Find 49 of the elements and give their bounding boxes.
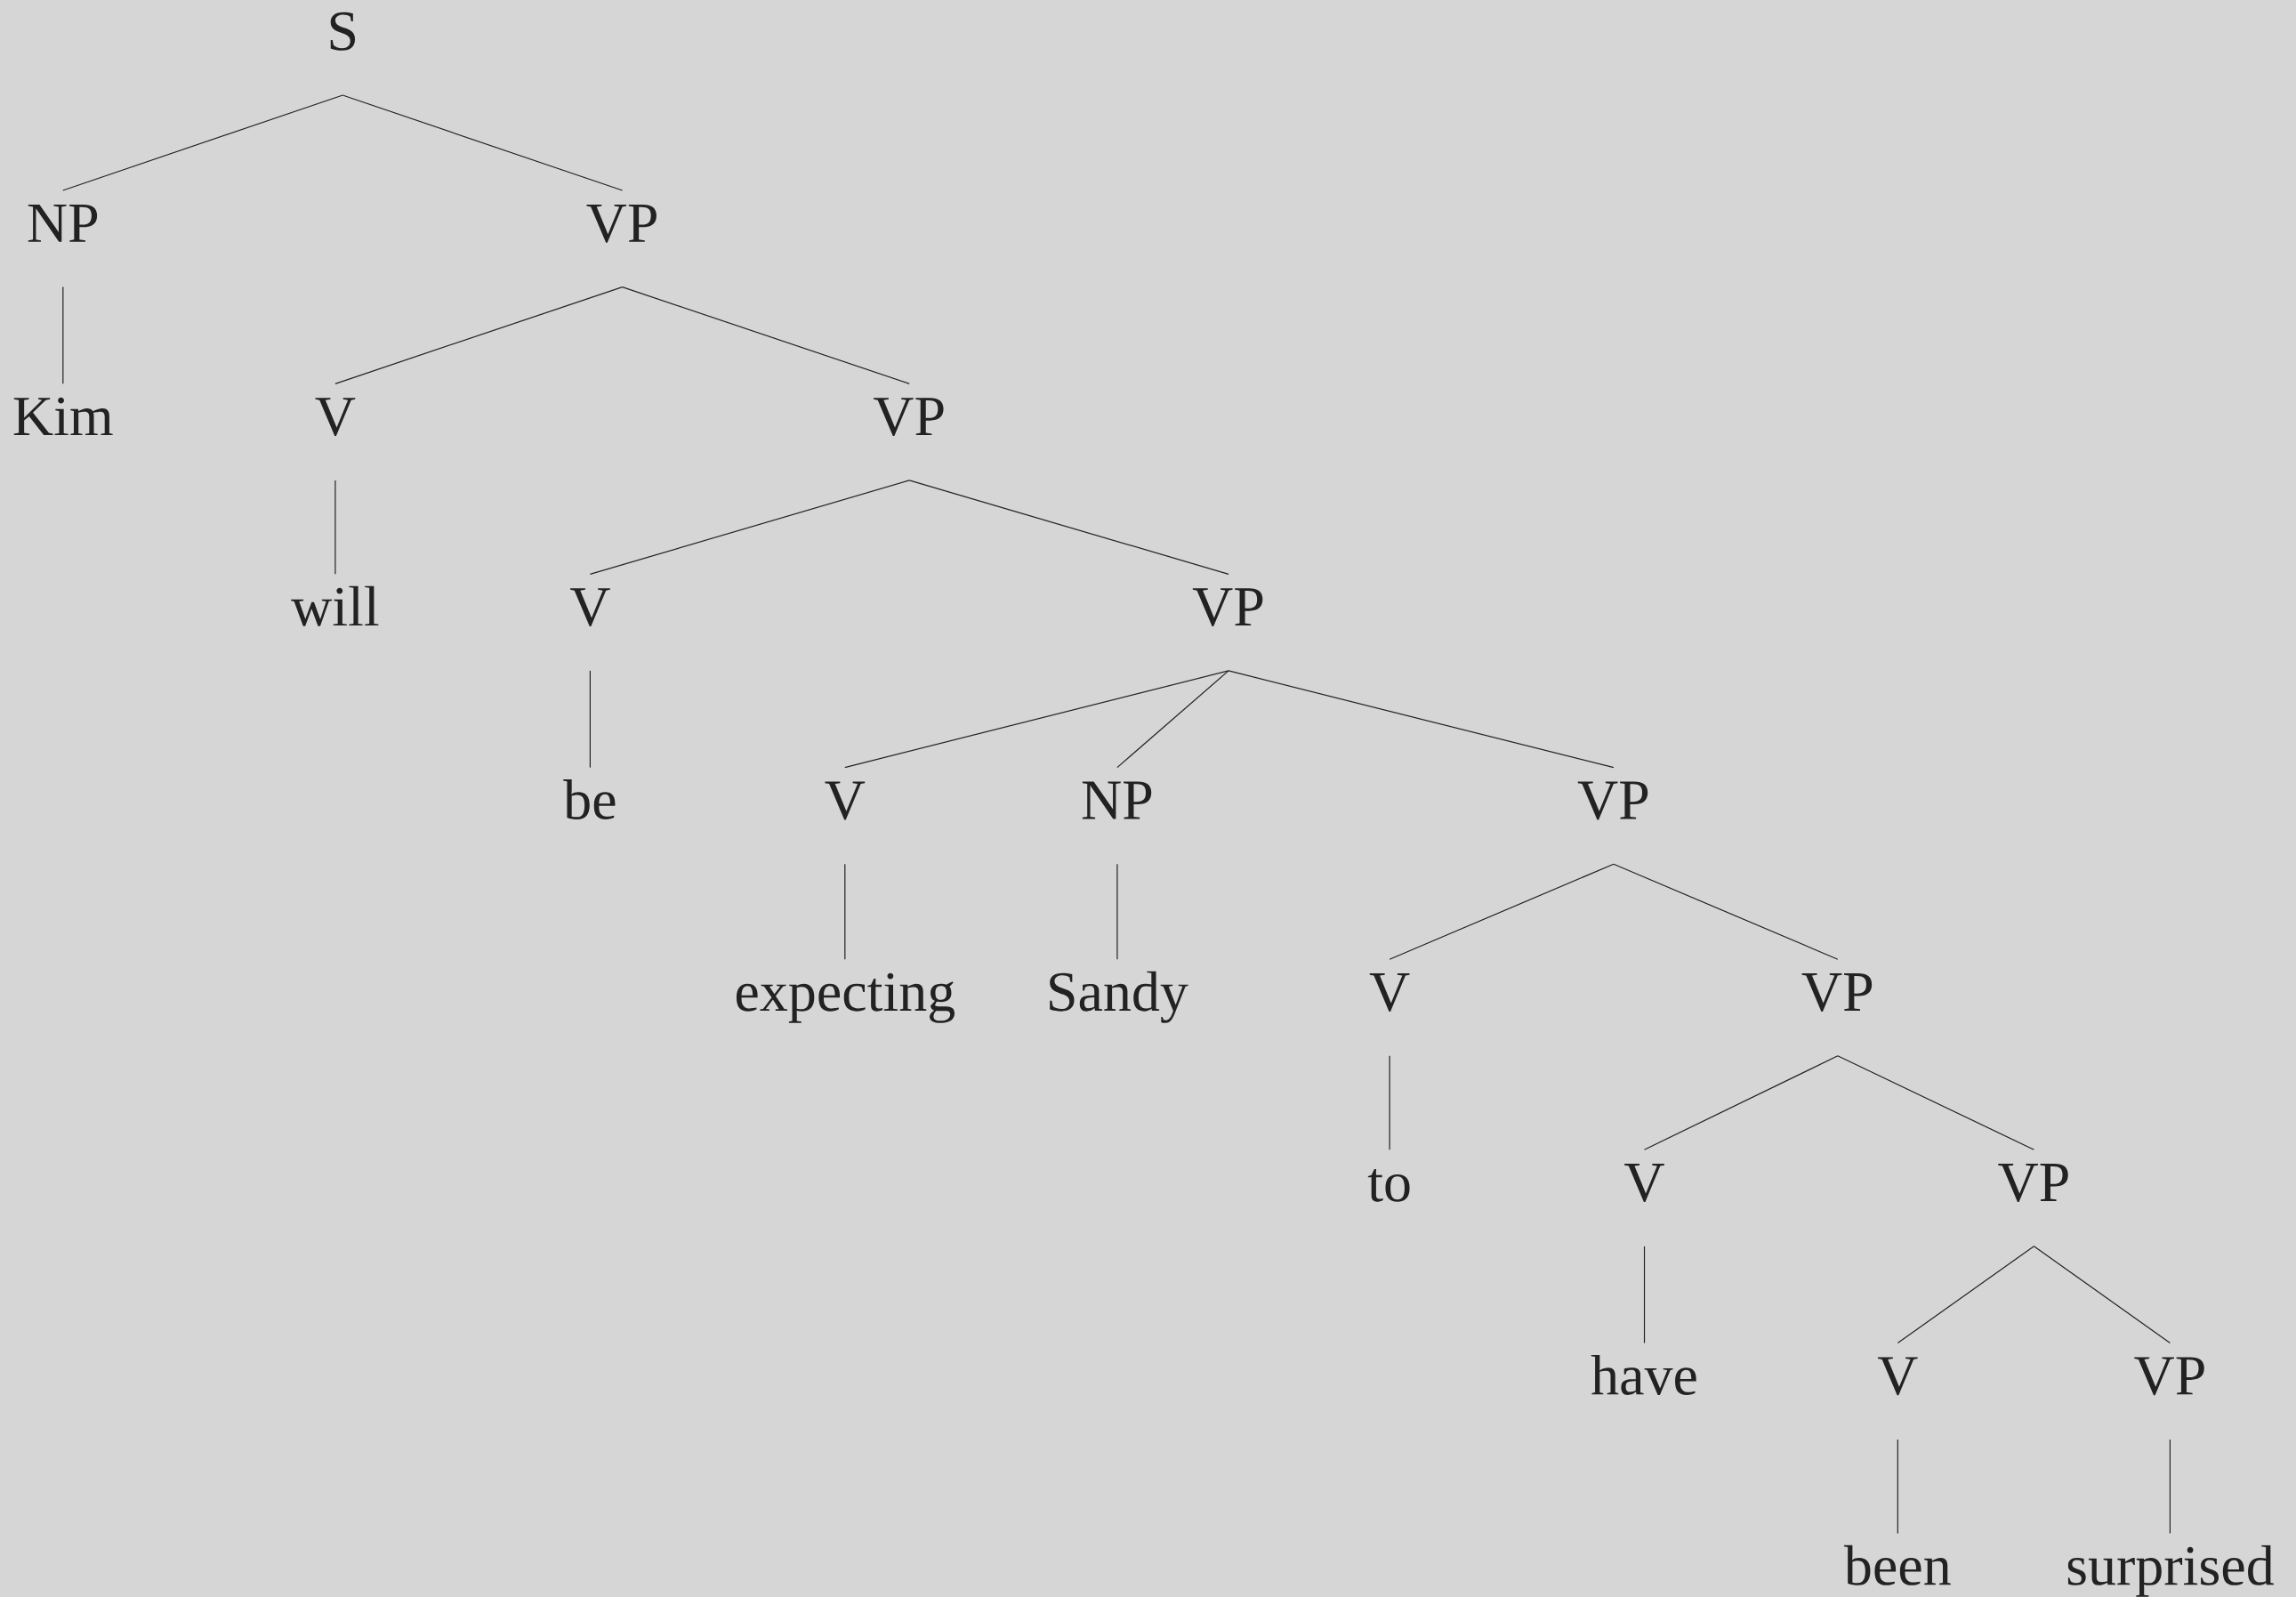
- branch-line: [334, 286, 624, 384]
- branch-line: [622, 286, 910, 384]
- category-label: V: [1624, 1164, 1664, 1202]
- word-label: will: [291, 585, 379, 626]
- branch-line: [589, 480, 910, 575]
- branch-line: [334, 480, 336, 575]
- category-label: V: [315, 398, 356, 437]
- branch-line: [589, 670, 591, 769]
- category-label: VP: [2134, 1357, 2204, 1396]
- word-label: be: [563, 779, 616, 820]
- branch-line: [62, 94, 343, 191]
- word-label: surprised: [2067, 1545, 2274, 1597]
- category-label: S: [330, 12, 356, 51]
- word-label: to: [1367, 1169, 1410, 1202]
- branch-line: [844, 670, 1229, 769]
- branch-line: [1897, 1439, 1898, 1534]
- category-label: NP: [1082, 781, 1152, 819]
- category-label: NP: [28, 204, 98, 242]
- branch-line: [908, 480, 1229, 575]
- category-label: VP: [874, 398, 944, 437]
- branch-line: [62, 286, 64, 384]
- word-label: been: [1843, 1545, 1951, 1585]
- branch-line: [1116, 863, 1118, 960]
- branch-line: [2033, 1246, 2171, 1344]
- category-label: V: [825, 781, 866, 820]
- branch-line: [1613, 863, 1839, 960]
- branch-line: [844, 863, 846, 960]
- branch-line: [1228, 670, 1615, 769]
- category-label: V: [570, 588, 610, 627]
- branch-line: [342, 94, 624, 191]
- branch-line: [1897, 1246, 2035, 1344]
- category-label: V: [1877, 1357, 1918, 1396]
- word-label: have: [1591, 1354, 1696, 1395]
- category-label: VP: [586, 204, 657, 243]
- word-label: Sandy: [1050, 971, 1188, 1023]
- branch-line: [1116, 670, 1229, 769]
- category-label: VP: [1192, 588, 1263, 627]
- branch-line: [1837, 1055, 2035, 1150]
- branch-line: [1643, 1246, 1646, 1344]
- category-label: V: [1369, 973, 1410, 1012]
- branch-line: [1389, 863, 1615, 960]
- word-label: Kim: [13, 397, 113, 436]
- category-label: VP: [1801, 973, 1873, 1012]
- category-label: VP: [1998, 1164, 2068, 1202]
- category-label: VP: [1577, 781, 1648, 820]
- branch-line: [1389, 1055, 1390, 1150]
- word-label: expecting: [736, 972, 955, 1023]
- branch-line: [2169, 1439, 2171, 1534]
- branch-line: [1643, 1055, 1839, 1150]
